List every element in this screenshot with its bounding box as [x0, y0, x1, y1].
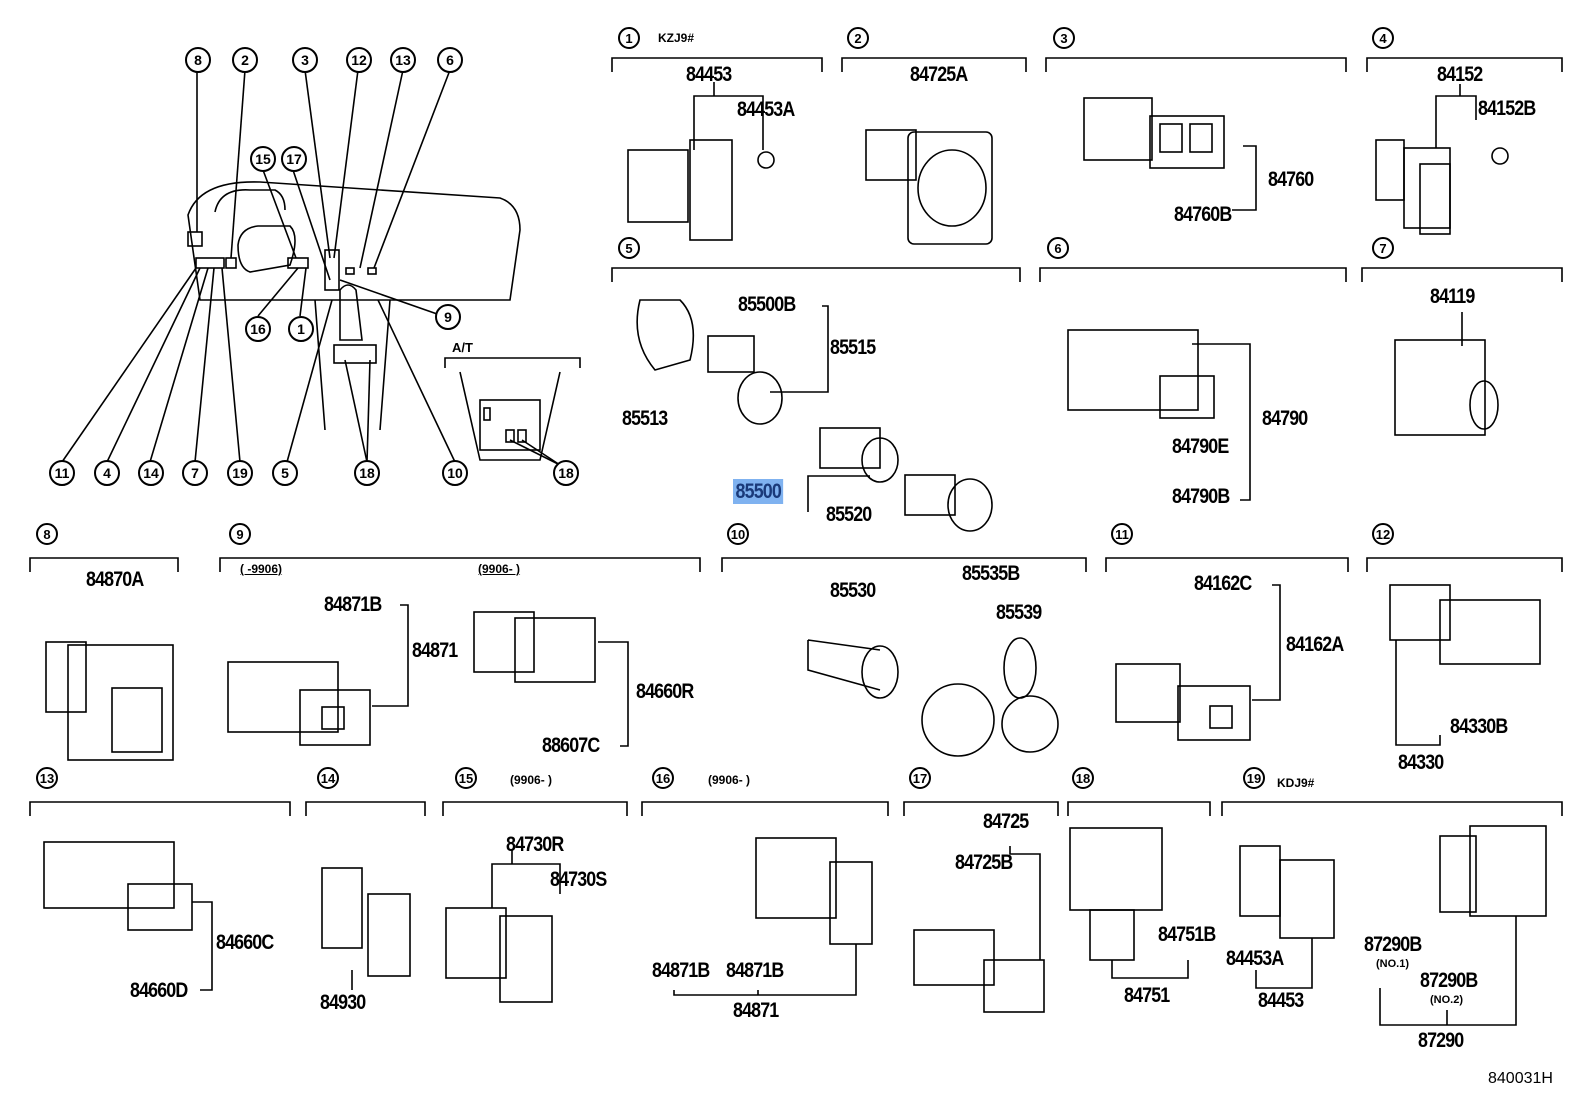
overview-callout-18[interactable]: 18	[354, 460, 380, 486]
part-84725B[interactable]: 84725B	[955, 851, 1013, 874]
section-5-badge: 5	[618, 237, 640, 259]
overview-callout-13[interactable]: 13	[390, 47, 416, 73]
section-13-badge: 13	[36, 767, 58, 789]
part-84152B[interactable]: 84152B	[1478, 97, 1536, 120]
section-15-note: (9906- )	[510, 773, 553, 787]
overview-callout-5[interactable]: 5	[272, 460, 298, 486]
diagram-id: 840031H	[1488, 1070, 1553, 1087]
part-85535B[interactable]: 85535B	[962, 562, 1020, 585]
overview-callout-3[interactable]: 3	[292, 47, 318, 73]
section-16-badge: 16	[652, 767, 674, 789]
part-84453-s19[interactable]: 84453	[1258, 989, 1304, 1012]
part-85530[interactable]: 85530	[830, 579, 876, 602]
overview-callout-6[interactable]: 6	[437, 47, 463, 73]
part-84751[interactable]: 84751	[1124, 984, 1170, 1007]
overview-callout-1[interactable]: 1	[288, 316, 314, 342]
section-9-subnote-after: (9906- )	[478, 562, 521, 576]
overview-callout-14[interactable]: 14	[138, 460, 164, 486]
part-84760B[interactable]: 84760B	[1174, 203, 1232, 226]
part-85539[interactable]: 85539	[996, 601, 1042, 624]
part-84760[interactable]: 84760	[1268, 168, 1314, 191]
part-85513[interactable]: 85513	[622, 407, 668, 430]
overview-callout-8[interactable]: 8	[185, 47, 211, 73]
section-16-note: (9906- )	[708, 773, 751, 787]
part-84871[interactable]: 84871	[412, 639, 458, 662]
section-6-badge: 6	[1047, 237, 1069, 259]
part-84152[interactable]: 84152	[1437, 63, 1483, 86]
overview-callout-7[interactable]: 7	[182, 460, 208, 486]
section-19-note: KDJ9#	[1277, 776, 1315, 790]
section-19-badge: 19	[1243, 767, 1265, 789]
section-11-badge: 11	[1111, 523, 1133, 545]
part-84660R[interactable]: 84660R	[636, 680, 694, 703]
section-2-badge: 2	[847, 27, 869, 49]
part-84725[interactable]: 84725	[983, 810, 1029, 833]
part-85515[interactable]: 85515	[830, 336, 876, 359]
overview-callout-2[interactable]: 2	[232, 47, 258, 73]
part-84871B-1[interactable]: 84871B	[652, 959, 710, 982]
section-7-badge: 7	[1372, 237, 1394, 259]
section-17-badge: 17	[909, 767, 931, 789]
at-label: A/T	[452, 340, 473, 355]
part-84790E[interactable]: 84790E	[1172, 435, 1229, 458]
overview-callout-10[interactable]: 10	[442, 460, 468, 486]
part-87290B-no1[interactable]: 87290B	[1364, 933, 1422, 956]
section-14-badge: 14	[317, 767, 339, 789]
part-84162C[interactable]: 84162C	[1194, 572, 1252, 595]
part-84330[interactable]: 84330	[1398, 751, 1444, 774]
part-85520[interactable]: 85520	[826, 503, 872, 526]
part-84870A[interactable]: 84870A	[86, 568, 144, 591]
part-84453A[interactable]: 84453A	[737, 98, 795, 121]
overview-callout-15[interactable]: 15	[250, 146, 276, 172]
section-9-badge: 9	[229, 523, 251, 545]
section-12-badge: 12	[1372, 523, 1394, 545]
part-85500B[interactable]: 85500B	[738, 293, 796, 316]
overview-callout-9[interactable]: 9	[435, 304, 461, 330]
section-1-note: KZJ9#	[658, 31, 695, 45]
section-3-badge: 3	[1053, 27, 1075, 49]
section-8-badge: 8	[36, 523, 58, 545]
section-15-badge: 15	[455, 767, 477, 789]
overview-callout-17[interactable]: 17	[281, 146, 307, 172]
part-87290B-no1-note: (NO.1)	[1376, 958, 1409, 970]
part-84751B[interactable]: 84751B	[1158, 923, 1216, 946]
part-84660D[interactable]: 84660D	[130, 979, 188, 1002]
overview-callout-16[interactable]: 16	[245, 316, 271, 342]
section-4-badge: 4	[1372, 27, 1394, 49]
part-84730R[interactable]: 84730R	[506, 833, 564, 856]
part-88607C[interactable]: 88607C	[542, 734, 600, 757]
overview-callout-18b[interactable]: 18	[553, 460, 579, 486]
part-84871B-2[interactable]: 84871B	[726, 959, 784, 982]
overview-callout-11[interactable]: 11	[49, 460, 75, 486]
section-10-badge: 10	[727, 523, 749, 545]
part-84725A[interactable]: 84725A	[910, 63, 968, 86]
overview-callout-4[interactable]: 4	[94, 460, 120, 486]
part-84453[interactable]: 84453	[686, 63, 732, 86]
part-84930[interactable]: 84930	[320, 991, 366, 1014]
part-84730S[interactable]: 84730S	[550, 868, 607, 891]
part-84453A-s19[interactable]: 84453A	[1226, 947, 1284, 970]
dashboard-outline	[187, 181, 521, 301]
section-18-badge: 18	[1072, 767, 1094, 789]
section-9-subnote-before: ( -9906)	[240, 562, 283, 576]
part-84871B[interactable]: 84871B	[324, 593, 382, 616]
part-84162A[interactable]: 84162A	[1286, 633, 1344, 656]
part-87290[interactable]: 87290	[1418, 1029, 1464, 1052]
part-84790[interactable]: 84790	[1262, 407, 1308, 430]
section-1-badge: 1	[618, 27, 640, 49]
part-84330B[interactable]: 84330B	[1450, 715, 1508, 738]
overview-callout-12[interactable]: 12	[346, 47, 372, 73]
part-84790B[interactable]: 84790B	[1172, 485, 1230, 508]
overview-callout-19[interactable]: 19	[227, 460, 253, 486]
part-85500-highlighted[interactable]: 85500	[733, 479, 784, 504]
part-87290B-no2[interactable]: 87290B	[1420, 969, 1478, 992]
part-87290B-no2-note: (NO.2)	[1430, 994, 1463, 1006]
part-84871-s16[interactable]: 84871	[733, 999, 779, 1022]
part-84660C[interactable]: 84660C	[216, 931, 274, 954]
part-84119[interactable]: 84119	[1430, 285, 1475, 308]
